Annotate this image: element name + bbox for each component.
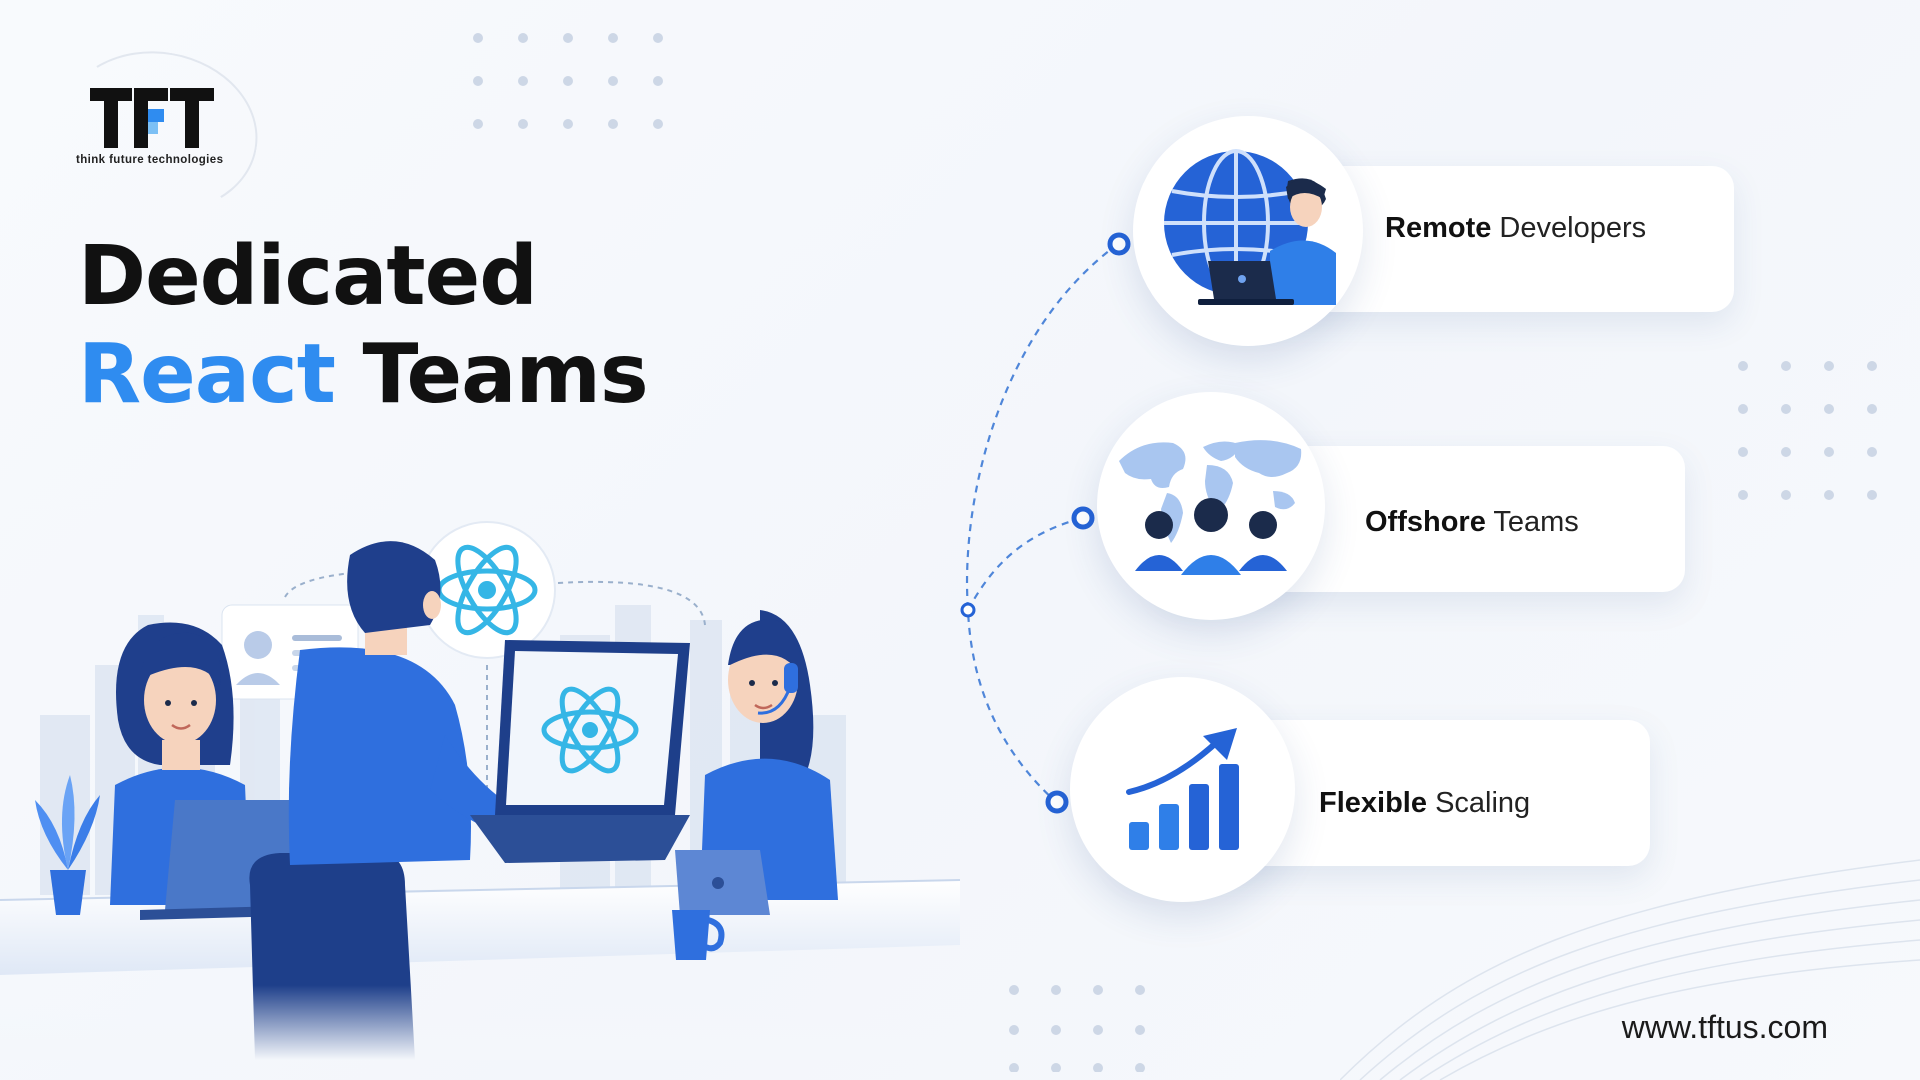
feature-label-bold: Remote	[1385, 212, 1492, 244]
tft-logo	[90, 88, 214, 148]
title-accent: React	[78, 327, 336, 422]
world-map-team-icon	[1119, 440, 1302, 575]
growth-chart-icon	[1125, 727, 1239, 850]
feature-circle-remote-developers	[1133, 116, 1363, 346]
decorative-wave-lines	[1340, 859, 1920, 1080]
feature-label-text: Teams	[1493, 506, 1579, 538]
globe-developer-icon	[1164, 149, 1336, 305]
brand-tagline: think future technologies	[76, 154, 224, 166]
feature-label-text: Scaling	[1435, 787, 1531, 819]
dot-grid-right	[1738, 361, 1877, 500]
feature-label-offshore-teams: Offshore Teams	[1365, 506, 1579, 539]
website-url[interactable]: www.tftus.com	[1621, 1009, 1828, 1045]
feature-label-flexible-scaling: Flexible Scaling	[1319, 787, 1530, 820]
feature-connector	[960, 232, 1131, 814]
feature-label-bold: Offshore	[1365, 506, 1486, 538]
feature-label-remote-developers: Remote Developers	[1385, 212, 1646, 245]
feature-circle-flexible-scaling	[1070, 677, 1295, 902]
page-title: Dedicated React Teams	[78, 228, 649, 424]
team-illustration	[0, 521, 960, 1060]
dot-grid-top	[473, 33, 663, 129]
feature-label-bold: Flexible	[1319, 787, 1427, 819]
feature-circle-offshore-teams	[1097, 392, 1325, 620]
title-rest: Teams	[362, 327, 648, 422]
react-bubble	[418, 521, 556, 659]
feature-label-text: Developers	[1499, 212, 1647, 244]
dot-grid-bottom	[1009, 985, 1145, 1072]
title-line-1: Dedicated	[78, 229, 538, 324]
